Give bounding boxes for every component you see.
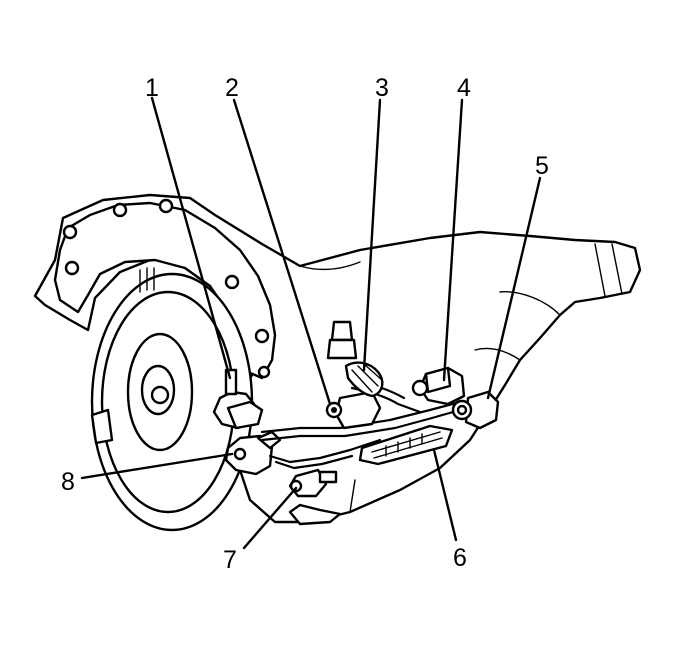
callout-5: 5: [535, 152, 549, 180]
leader-line-4: [442, 98, 464, 382]
callout-labels: 1 2 3 4 5 6 7 8: [61, 74, 549, 574]
callout-1: 1: [145, 74, 159, 102]
item-7-sensor: [288, 468, 338, 498]
leader-line-5: [486, 176, 542, 400]
item-6-filter-plate: [358, 424, 454, 466]
leader-line-8: [80, 452, 234, 480]
callout-2: 2: [225, 74, 239, 102]
callout-6: 6: [453, 544, 467, 572]
item-2-solenoid: [325, 390, 382, 430]
leader-line-6: [432, 448, 458, 542]
leader-line-3: [362, 98, 382, 372]
item-3-connector: [326, 320, 384, 398]
leader-line-7: [242, 486, 298, 550]
callout-3: 3: [375, 74, 389, 102]
callout-4: 4: [457, 74, 471, 102]
callout-7: 7: [223, 546, 237, 574]
leader-line-1: [150, 96, 232, 380]
leader-lines: [80, 96, 542, 550]
callout-8: 8: [61, 468, 75, 496]
item-4-solenoid: [411, 366, 466, 406]
leader-line-2: [232, 98, 332, 406]
range-switch-assembly: [212, 368, 264, 430]
item-5-solenoid: [451, 390, 500, 430]
